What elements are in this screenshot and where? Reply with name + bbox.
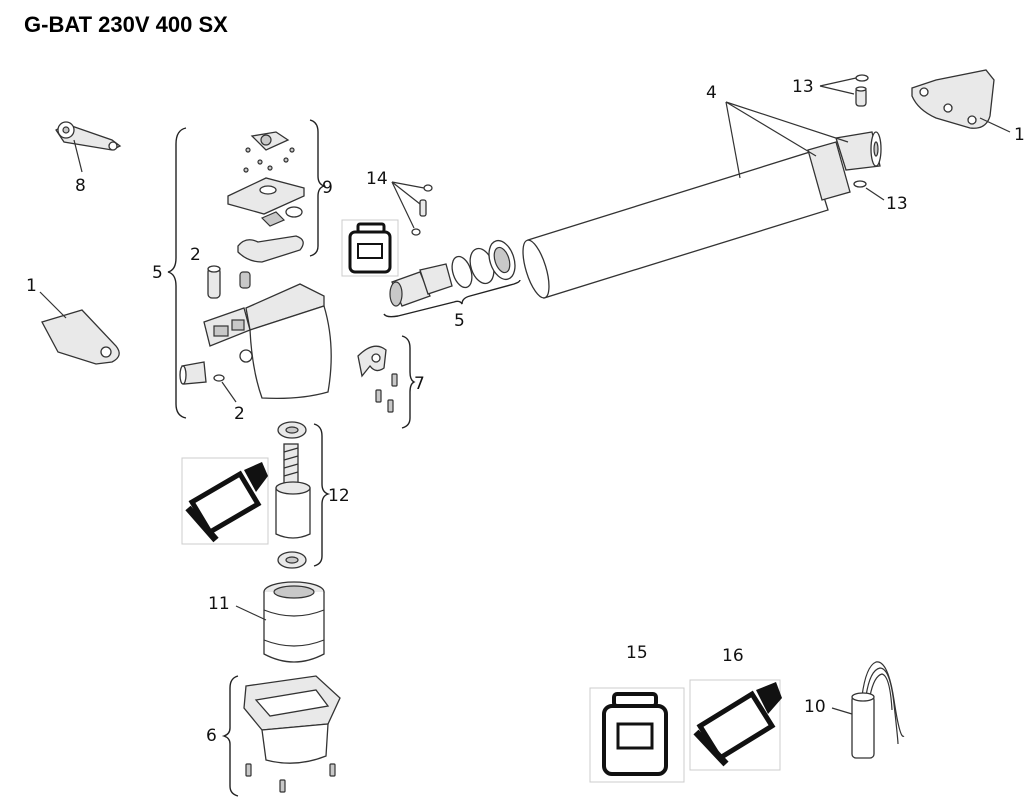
callout-1-right: 1	[1014, 125, 1025, 145]
callout-5-right: 5	[454, 311, 465, 331]
bracket-6	[221, 675, 239, 797]
part-shaft-12	[275, 421, 311, 569]
callout-10: 10	[804, 697, 826, 717]
callout-16: 16	[722, 646, 744, 666]
callout-7: 7	[414, 374, 425, 394]
bracket-5-right	[383, 279, 521, 318]
bracket-7	[401, 335, 416, 429]
callout-14: 14	[366, 169, 388, 189]
callout-9: 9	[322, 178, 333, 198]
callout-12: 12	[328, 486, 350, 506]
part-rear-bracket-left	[39, 291, 120, 365]
grease-tube-large	[181, 457, 269, 545]
part-screws-14	[391, 181, 433, 236]
callout-13-top: 13	[792, 77, 814, 97]
part-pin-13	[819, 74, 885, 201]
part-pin-upper	[207, 265, 251, 299]
callout-4: 4	[706, 83, 717, 103]
callout-11: 11	[208, 594, 230, 614]
callout-5-left: 5	[152, 263, 163, 283]
part-control-board	[227, 131, 305, 263]
bracket-9	[309, 119, 327, 257]
bracket-5	[167, 127, 187, 419]
part-actuator-tube	[522, 101, 882, 299]
part-cover-7	[357, 345, 398, 413]
part-capacitor-10	[831, 661, 905, 759]
part-sleeve-11	[235, 581, 325, 663]
callout-6: 6	[206, 726, 217, 746]
bracket-12	[313, 423, 331, 567]
callout-8: 8	[75, 176, 86, 196]
part-motor-housing	[179, 283, 332, 400]
part-base-6	[243, 675, 341, 793]
diagram-title: G-BAT 230V 400 SX	[24, 12, 228, 37]
callout-1-left: 1	[26, 276, 37, 296]
callout-2-upper: 2	[190, 245, 201, 265]
callout-15: 15	[626, 643, 648, 663]
grease-jar-small	[341, 219, 399, 277]
grease-tube-16	[689, 679, 782, 771]
part-rear-bracket-right	[911, 69, 1011, 133]
part-lever	[55, 121, 122, 173]
callout-2-lower: 2	[234, 404, 245, 424]
part-gear-coupling	[389, 239, 516, 307]
callout-13-bottom: 13	[886, 194, 908, 214]
grease-jar-15	[589, 687, 685, 783]
